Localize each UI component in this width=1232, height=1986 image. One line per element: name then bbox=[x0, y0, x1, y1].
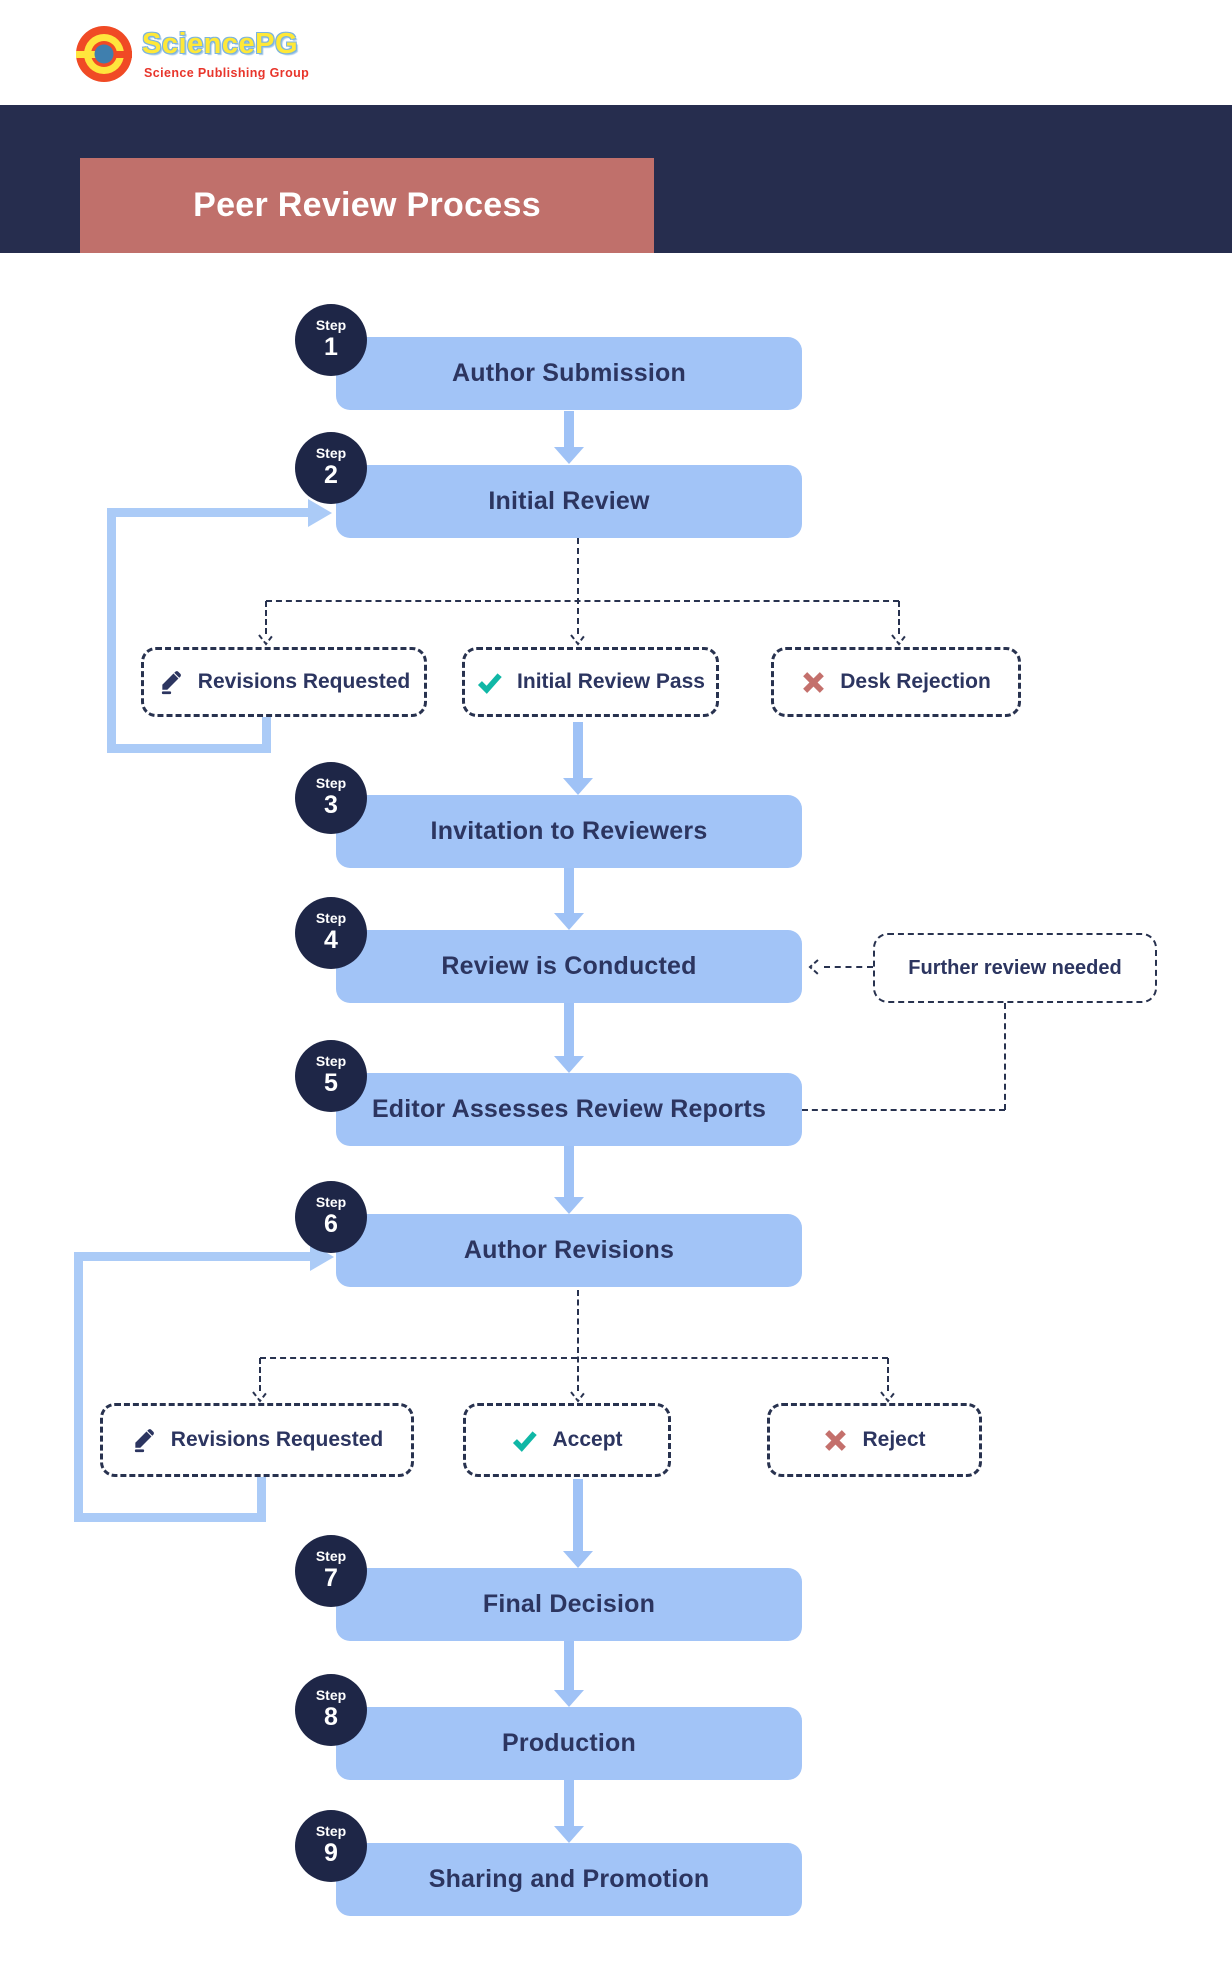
dashed-arrowhead-down bbox=[258, 634, 274, 646]
outcome-label: Revisions Requested bbox=[197, 670, 411, 693]
outcome-desk-rejection: Desk Rejection bbox=[771, 647, 1021, 717]
step-box-sharing-and-promotion: Sharing and Promotion bbox=[336, 1843, 802, 1916]
loop1-segment-down bbox=[262, 717, 271, 753]
branch2-right-drop bbox=[887, 1358, 889, 1391]
dashed-arrowhead-down bbox=[252, 1391, 268, 1403]
x-icon bbox=[825, 1429, 847, 1451]
step-box-production: Production bbox=[336, 1707, 802, 1780]
dashed-arrowhead-down bbox=[880, 1391, 896, 1403]
loop1-segment-left bbox=[107, 508, 116, 753]
sciencepg-logo-icon bbox=[76, 26, 132, 82]
note-further-review-needed: Further review needed bbox=[873, 933, 1157, 1003]
check-icon bbox=[513, 1430, 538, 1452]
brand-tagline: Science Publishing Group bbox=[144, 66, 310, 80]
note-vertical-line bbox=[1004, 1003, 1006, 1110]
arrow-step4-to-step5 bbox=[554, 1003, 584, 1073]
step-box-review-is-conducted: Review is Conducted bbox=[336, 930, 802, 1003]
logo: SciencePG Science Publishing Group bbox=[76, 24, 496, 88]
outcome-accept: Accept bbox=[463, 1403, 671, 1477]
pencil-icon bbox=[161, 671, 181, 695]
arrow-accept-to-step7 bbox=[563, 1479, 593, 1568]
outcome-label: Initial Review Pass bbox=[517, 670, 705, 693]
loop1-segment-bottom bbox=[107, 744, 271, 753]
outcome-revisions-requested-1: Revisions Requested bbox=[141, 647, 427, 717]
branch2-middle-drop bbox=[577, 1290, 579, 1391]
arrow-step3-to-step4 bbox=[554, 868, 584, 930]
branch1-horizontal-line bbox=[266, 600, 899, 602]
check-icon bbox=[477, 672, 502, 694]
step-box-final-decision: Final Decision bbox=[336, 1568, 802, 1641]
arrow-step5-to-step6 bbox=[554, 1146, 584, 1214]
arrow-pass-to-step3 bbox=[563, 722, 593, 795]
branch2-left-drop bbox=[259, 1358, 261, 1391]
x-icon bbox=[803, 671, 825, 693]
pencil-icon bbox=[134, 1429, 154, 1453]
dashed-arrowhead-down bbox=[891, 634, 907, 646]
dashed-arrowhead-left bbox=[808, 959, 819, 975]
arrow-step8-to-step9 bbox=[554, 1780, 584, 1843]
step-box-editor-assesses-review-reports: Editor Assesses Review Reports bbox=[336, 1073, 802, 1146]
outcome-initial-review-pass: Initial Review Pass bbox=[462, 647, 719, 717]
step-box-invitation-to-reviewers: Invitation to Reviewers bbox=[336, 795, 802, 868]
step-box-initial-review: Initial Review bbox=[336, 465, 802, 538]
loop2-segment-bottom bbox=[74, 1513, 266, 1522]
page-title: Peer Review Process bbox=[80, 158, 654, 253]
step-box-author-revisions: Author Revisions bbox=[336, 1214, 802, 1287]
step5-to-note-line bbox=[802, 1109, 1005, 1111]
arrow-step1-to-step2 bbox=[554, 411, 584, 464]
arrow-step7-to-step8 bbox=[554, 1641, 584, 1707]
outcome-label: Revisions Requested bbox=[170, 1428, 384, 1451]
outcome-label: Desk Rejection bbox=[840, 670, 991, 693]
outcome-revisions-requested-2: Revisions Requested bbox=[100, 1403, 414, 1477]
outcome-label: Reject bbox=[862, 1428, 926, 1451]
branch2-horizontal-line bbox=[260, 1357, 888, 1359]
loop2-segment-down bbox=[257, 1477, 266, 1522]
outcome-label: Accept bbox=[552, 1428, 623, 1451]
outcome-reject: Reject bbox=[767, 1403, 982, 1477]
branch1-left-drop bbox=[265, 601, 267, 634]
note-to-step4-line bbox=[824, 966, 873, 968]
step-box-author-submission: Author Submission bbox=[336, 337, 802, 410]
note-label: Further review needed bbox=[908, 956, 1122, 979]
brand-name: SciencePG bbox=[142, 28, 299, 60]
loop2-segment-left bbox=[74, 1252, 83, 1522]
dashed-arrowhead-down bbox=[570, 1391, 586, 1403]
branch1-middle-drop bbox=[577, 538, 579, 634]
loop2-segment-top bbox=[74, 1252, 310, 1261]
branch1-right-drop bbox=[898, 601, 900, 634]
dashed-arrowhead-down bbox=[570, 634, 586, 646]
loop1-segment-top bbox=[107, 508, 308, 517]
